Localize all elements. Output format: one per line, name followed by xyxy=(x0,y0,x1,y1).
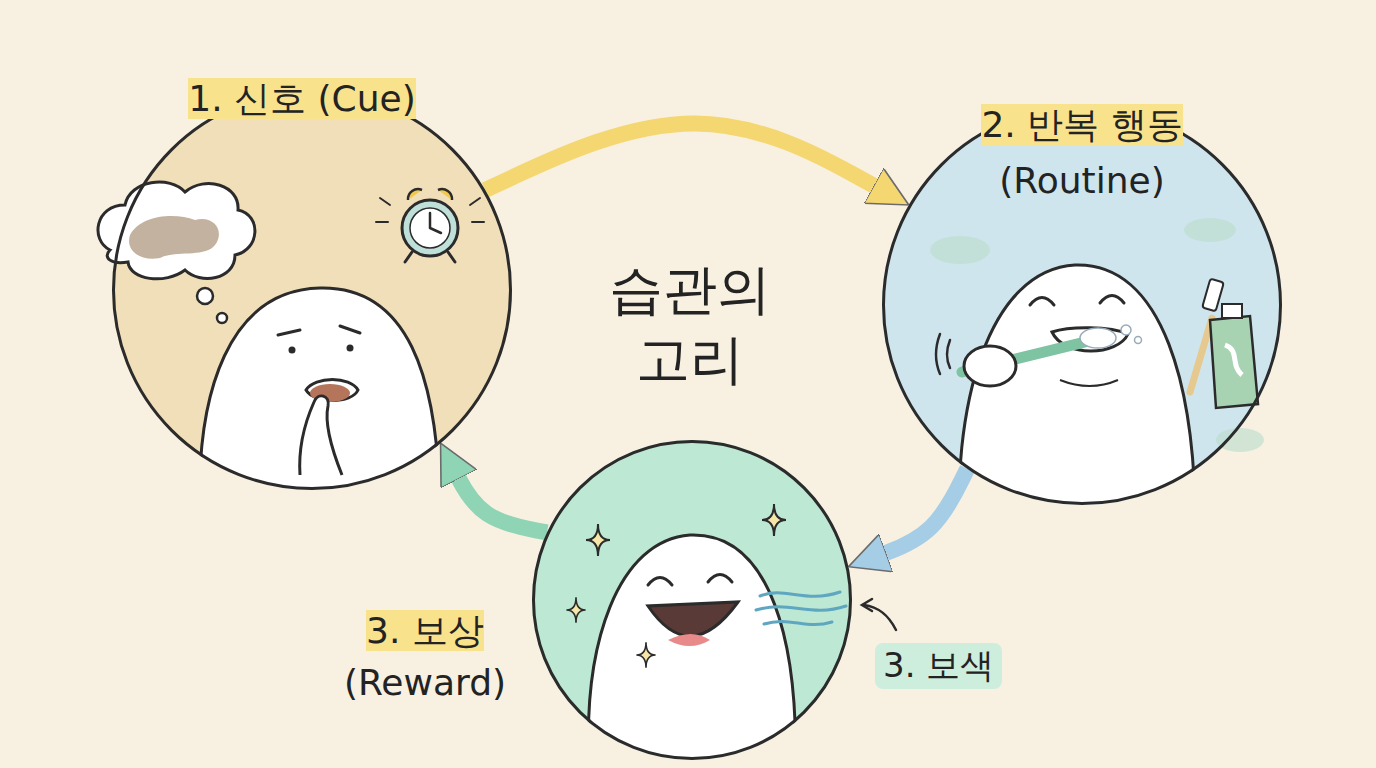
routine-spots-part xyxy=(1184,218,1236,242)
cue-figure-part xyxy=(340,326,360,333)
cue-figure-part xyxy=(300,396,342,475)
routine-figure-part xyxy=(1030,298,1054,306)
reward-figure-part xyxy=(648,578,672,586)
fresh-breath-part xyxy=(764,621,832,624)
alarm-clock-part xyxy=(410,208,450,248)
note-label: 3. 보색 xyxy=(875,643,1002,689)
sparkles-part xyxy=(586,524,610,556)
sparkles-part xyxy=(636,642,655,668)
toothbrush-and-paste-part xyxy=(1210,316,1258,408)
alarm-clock-part xyxy=(438,189,452,200)
reward-figure xyxy=(588,535,795,768)
leader-arrow-part xyxy=(862,599,872,611)
cue-figure-part xyxy=(200,288,440,520)
thought-bubble-part xyxy=(197,288,213,304)
alarm-clock xyxy=(376,189,484,262)
thought-bubble-part xyxy=(217,313,227,323)
routine-figure-part xyxy=(958,265,1195,560)
stage-label: 1. 신호 (Cue) xyxy=(152,76,452,123)
leader-arrow xyxy=(862,599,896,630)
toothbrush-and-paste-part xyxy=(1190,318,1212,392)
sparkles-part xyxy=(566,597,585,623)
sparkles-part xyxy=(762,504,786,536)
cue-figure xyxy=(200,288,440,520)
routine-figure-part xyxy=(1060,380,1118,386)
reward-figure-part xyxy=(668,634,710,646)
circle-outline xyxy=(112,90,512,490)
alarm-clock-part xyxy=(408,189,422,200)
alarm-clock-part xyxy=(405,252,455,262)
routine-figure-part xyxy=(1135,337,1142,344)
alarm-clock-part xyxy=(376,198,484,222)
reward-figure-part xyxy=(648,602,738,636)
cue-figure-part xyxy=(347,345,354,352)
habit-circle: 1. 신호 (Cue) xyxy=(112,90,512,490)
routine-figure xyxy=(958,265,1195,560)
cycle-arrow xyxy=(454,470,547,532)
cue-figure-part xyxy=(289,347,296,354)
circle-outline xyxy=(532,440,852,760)
routine-spots-part xyxy=(1216,428,1264,452)
cycle-arrow xyxy=(485,123,882,190)
reward-figure-part xyxy=(588,535,795,768)
stage-label: 2. 반복 행동 (Routine) xyxy=(932,97,1232,209)
motion-lines-part xyxy=(936,334,940,374)
routine-figure-part xyxy=(1100,296,1124,304)
toothbrush-and-paste-part xyxy=(1225,345,1242,375)
motion-lines xyxy=(936,334,950,374)
toothbrush-and-paste-part xyxy=(1222,304,1242,318)
alarm-clock-part xyxy=(430,213,441,233)
habit-circle: 2. 반복 행동 (Routine) xyxy=(882,105,1282,505)
toothbrush-and-paste-part xyxy=(1202,279,1224,312)
motion-lines-part xyxy=(947,340,950,368)
habit-circle: 3. 보상 (Reward) xyxy=(532,440,852,760)
circle-border xyxy=(534,442,851,759)
cycle-arrow xyxy=(877,469,968,557)
alarm-clock-part xyxy=(402,200,458,256)
routine-figure-part xyxy=(964,346,1016,386)
fresh-breath-part xyxy=(756,606,846,610)
sparkles xyxy=(566,504,786,668)
cue-figure-part xyxy=(278,330,300,335)
fresh-breath xyxy=(756,592,846,625)
fresh-breath-part xyxy=(760,592,840,596)
diagram-title: 습관의 고리 xyxy=(600,255,780,395)
routine-figure-part xyxy=(1121,325,1131,335)
circle-border xyxy=(114,92,511,489)
toothbrush-and-paste xyxy=(1190,279,1258,408)
reward-figure-part xyxy=(708,575,732,583)
stage-label: 3. 보상 (Reward) xyxy=(325,605,525,709)
routine-spots-part xyxy=(930,236,990,264)
routine-figure-part xyxy=(1080,328,1116,348)
thought-bubble-part xyxy=(129,216,219,259)
thought-bubble xyxy=(98,182,255,323)
